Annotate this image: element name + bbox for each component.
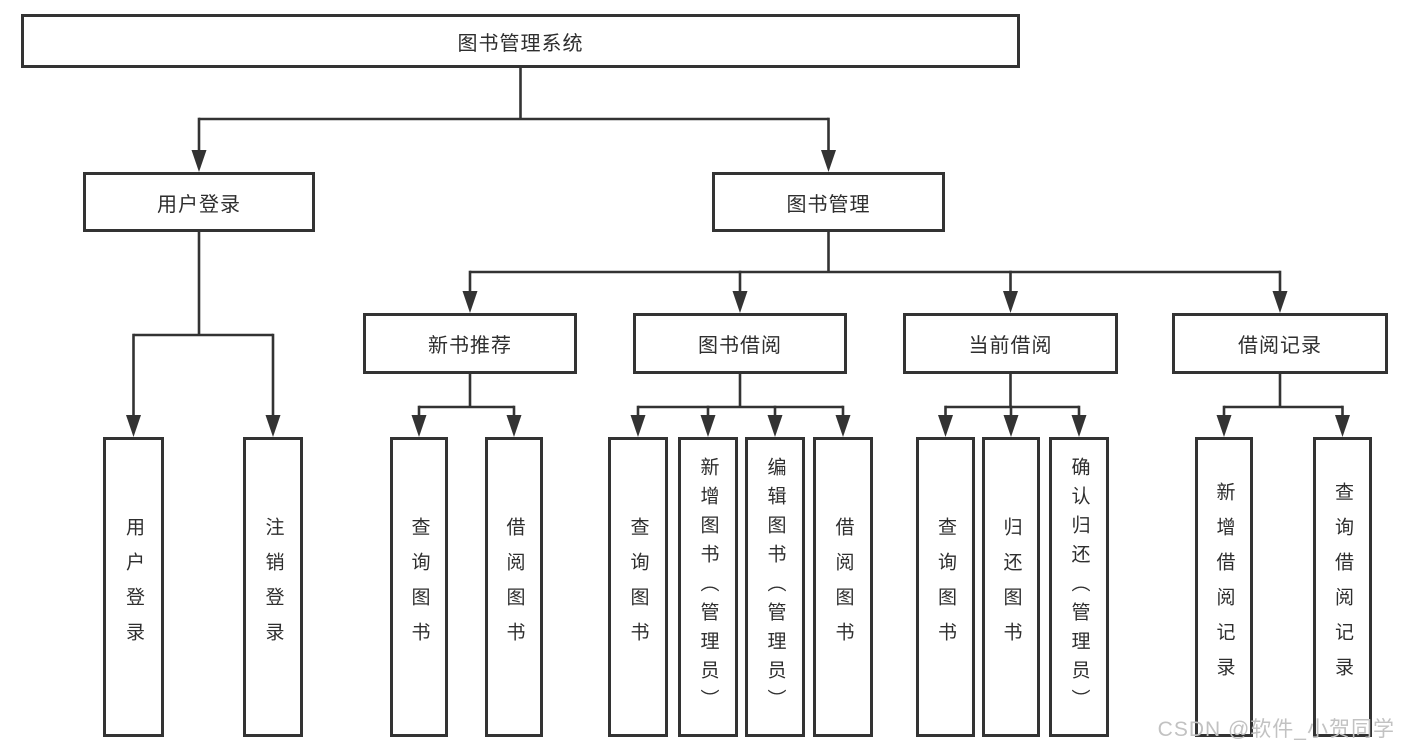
node-logout-leaf: 注销登录	[243, 437, 303, 737]
node-root: 图书管理系统	[21, 14, 1020, 68]
node-current-borrow: 当前借阅	[903, 313, 1118, 374]
node-new-book-rec: 新书推荐	[363, 313, 577, 374]
csdn-watermark: CSDN @软件_小贺同学	[1157, 718, 1395, 741]
node-cb-query-books: 查询图书	[916, 437, 975, 737]
node-cb-return-books: 归还图书	[982, 437, 1040, 737]
node-bb-add-books-admin: 新增图书（管理员）	[678, 437, 738, 737]
node-book-borrow: 图书借阅	[633, 313, 847, 374]
node-borrow-records: 借阅记录	[1172, 313, 1388, 374]
node-bb-edit-books-admin: 编辑图书（管理员）	[745, 437, 805, 737]
node-bb-borrow-books: 借阅图书	[813, 437, 873, 737]
node-nbr-query-books: 查询图书	[390, 437, 448, 737]
node-user-login-leaf: 用户登录	[103, 437, 164, 737]
node-nbr-borrow-books: 借阅图书	[485, 437, 543, 737]
node-user-login: 用户登录	[83, 172, 315, 232]
node-bb-query-books: 查询图书	[608, 437, 668, 737]
node-book-mgmt: 图书管理	[712, 172, 945, 232]
node-br-query-record: 查询借阅记录	[1313, 437, 1372, 737]
node-cb-confirm-return-admin: 确认归还（管理员）	[1049, 437, 1109, 737]
node-br-add-record: 新增借阅记录	[1195, 437, 1253, 737]
